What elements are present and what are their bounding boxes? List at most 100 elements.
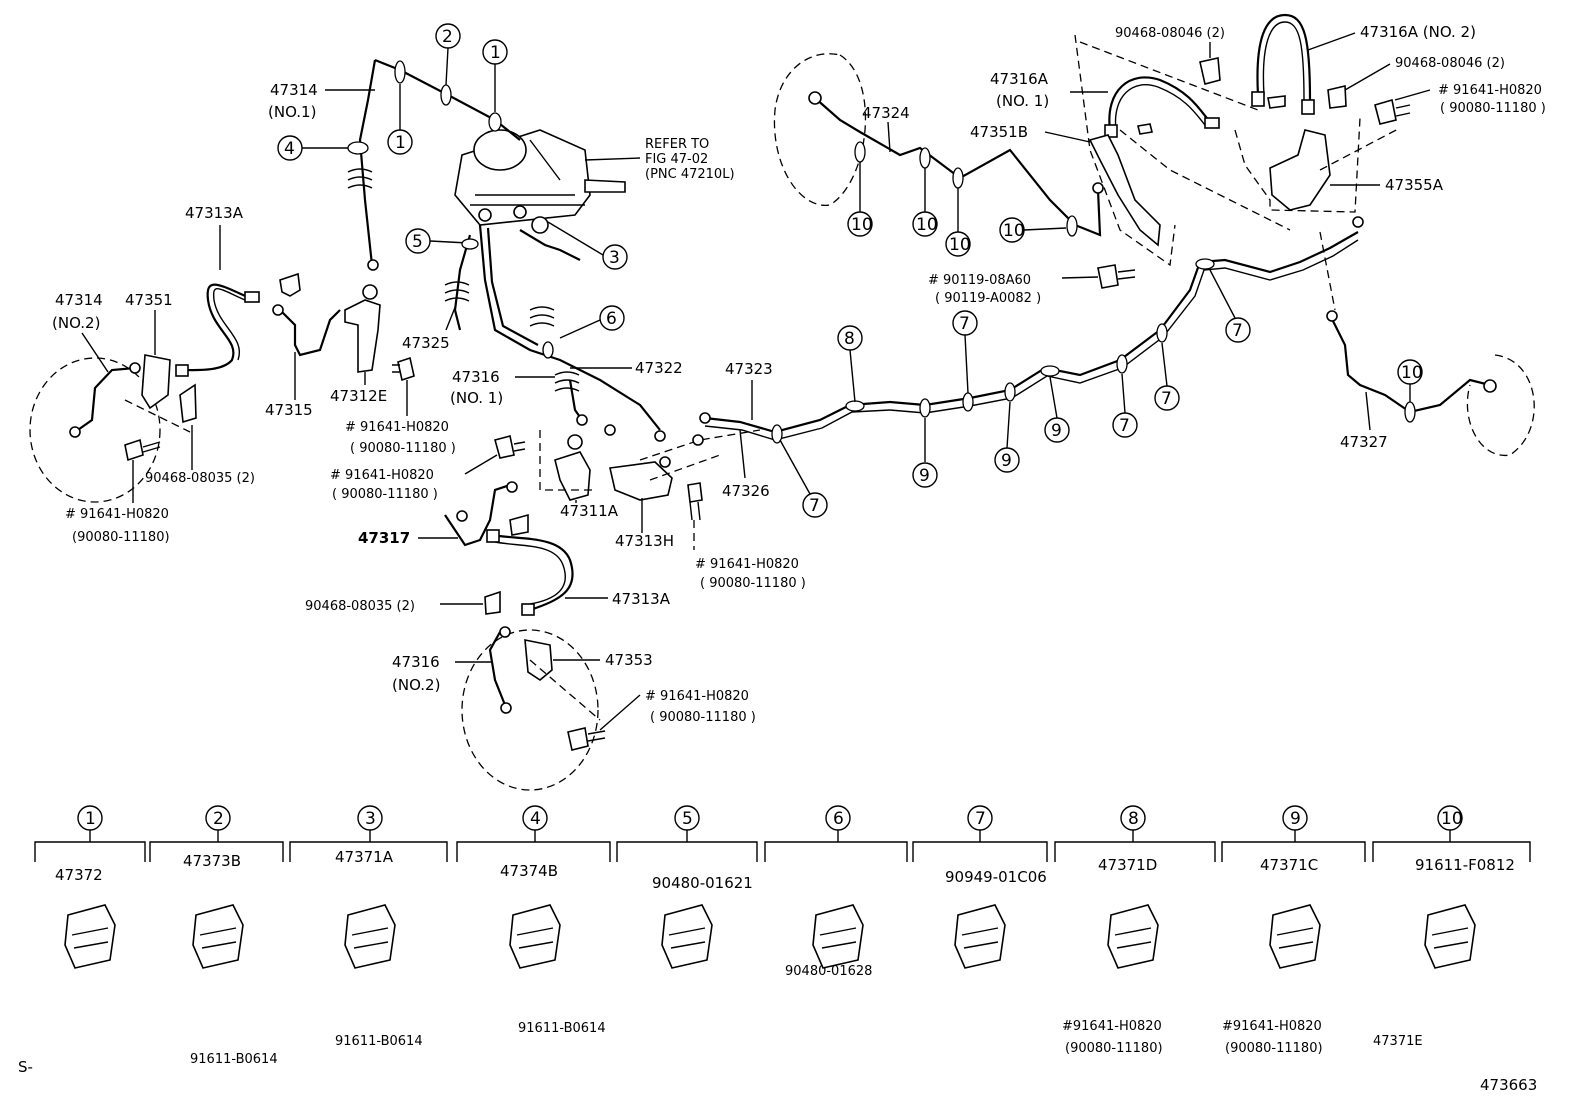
callout-2 <box>435 23 461 49</box>
clip-icon <box>1424 904 1476 969</box>
callout-9 <box>994 447 1020 473</box>
callout-7 <box>1112 412 1138 438</box>
svg-text:10: 10 <box>851 215 873 235</box>
label-47324: 47324 <box>862 104 910 122</box>
svg-text:7: 7 <box>1161 389 1172 409</box>
callout-4 <box>277 135 303 161</box>
legend-key-2 <box>205 805 231 831</box>
label-90080-left: (90080-11180) <box>72 530 170 545</box>
legend-key-text: 8 <box>1128 809 1139 829</box>
callout-10 <box>999 217 1025 243</box>
svg-text:7: 7 <box>959 314 970 334</box>
label-91641-bot: # 91641-H0820 <box>645 689 749 704</box>
label-47312E: 47312E <box>330 387 387 405</box>
footer-left-mark: S- <box>18 1058 33 1076</box>
label-47327: 47327 <box>1340 433 1388 451</box>
refer-to-label: REFER TO <box>645 137 709 152</box>
legend-sub-label: (90080-11180) <box>1225 1041 1323 1056</box>
legend-key-text: 3 <box>365 809 376 829</box>
svg-text:9: 9 <box>1001 451 1012 471</box>
label-90468-08035-left: 90468-08035 (2) <box>145 471 255 486</box>
svg-text:6: 6 <box>606 309 617 329</box>
legend-sub-label: (90080-11180) <box>1065 1041 1163 1056</box>
label-47314-no1-sub: (NO.1) <box>268 103 316 121</box>
callout-9 <box>912 462 938 488</box>
label-47316-no2-sub: (NO.2) <box>392 676 440 694</box>
label-91641-right: # 91641-H0820 <box>1438 83 1542 98</box>
legend-part-label: 47374B <box>500 862 558 880</box>
figure-number: 473663 <box>1480 1076 1537 1094</box>
label-90080-bot: ( 90080-11180 ) <box>650 710 756 725</box>
callout-7 <box>1154 385 1180 411</box>
callout-6 <box>599 305 625 331</box>
legend-key-7 <box>967 805 993 831</box>
legend-part-label: 47373B <box>183 852 241 870</box>
callout-7 <box>1225 317 1251 343</box>
callout-7 <box>952 310 978 336</box>
label-47311A: 47311A <box>560 502 619 520</box>
label-47316-no2: 47316 <box>392 653 440 671</box>
legend-sub-label: 47371E <box>1373 1034 1423 1049</box>
legend-key-text: 2 <box>213 809 224 829</box>
legend-key-8 <box>1120 805 1146 831</box>
legend-part-label: 47371C <box>1260 856 1318 874</box>
clip-icon <box>192 904 244 969</box>
svg-text:9: 9 <box>1051 421 1062 441</box>
svg-text:5: 5 <box>412 232 423 252</box>
label-91641-mid2: # 91641-H0820 <box>330 468 434 483</box>
callout-8 <box>837 325 863 351</box>
callout-10 <box>945 231 971 257</box>
legend-key-5 <box>674 805 700 831</box>
label-47316-no1: 47316 <box>452 368 500 386</box>
label-47314-no2: 47314 <box>55 291 103 309</box>
label-47316A-no1: 47316A <box>990 70 1049 88</box>
legend-key-text: 7 <box>975 809 986 829</box>
clip-icon <box>344 904 396 969</box>
clip-icon <box>812 904 864 969</box>
legend-key-6 <box>825 805 851 831</box>
label-47317: 47317 <box>358 529 410 547</box>
label-90119-a: # 90119-08A60 <box>928 273 1031 288</box>
svg-text:7: 7 <box>1232 321 1243 341</box>
label-47314-no1: 47314 <box>270 81 318 99</box>
callout-10 <box>847 211 873 237</box>
legend-sub-label: #91641-H0820 <box>1062 1019 1162 1034</box>
callout-5 <box>405 228 431 254</box>
legend-part-label: 90949-01C06 <box>945 868 1047 886</box>
label-47326: 47326 <box>722 482 770 500</box>
svg-text:2: 2 <box>442 27 453 47</box>
label-90080-right: ( 90080-11180 ) <box>1440 101 1546 116</box>
svg-text:10: 10 <box>916 215 938 235</box>
legend-key-text: 10 <box>1441 809 1463 829</box>
callout-10 <box>912 211 938 237</box>
label-47316A-no2: 47316A (NO. 2) <box>1360 23 1476 41</box>
svg-text:10: 10 <box>949 235 971 255</box>
clip-icon <box>1269 904 1321 969</box>
label-90468-08046-right: 90468-08046 (2) <box>1395 56 1505 71</box>
callout-10 <box>1397 359 1423 385</box>
legend-key-4 <box>522 805 548 831</box>
legend-sub-label: 91611-B0614 <box>335 1034 423 1049</box>
callout-3 <box>602 244 628 270</box>
legend-key-9 <box>1282 805 1308 831</box>
label-90119-b: ( 90119-A0082 ) <box>935 291 1041 306</box>
label-91641-left: # 91641-H0820 <box>65 507 169 522</box>
legend-part-label: 47371D <box>1098 856 1157 874</box>
legend-key-text: 5 <box>682 809 693 829</box>
legend-part-label: 47372 <box>55 866 103 884</box>
label-47323: 47323 <box>725 360 773 378</box>
label-47353: 47353 <box>605 651 653 669</box>
label-47325: 47325 <box>402 334 450 352</box>
label-47351B: 47351B <box>970 123 1028 141</box>
svg-text:1: 1 <box>490 43 501 63</box>
label-47322: 47322 <box>635 359 683 377</box>
svg-text:8: 8 <box>844 329 855 349</box>
svg-text:7: 7 <box>809 496 820 516</box>
label-47313A-mid: 47313A <box>612 590 671 608</box>
svg-text:10: 10 <box>1003 221 1025 241</box>
